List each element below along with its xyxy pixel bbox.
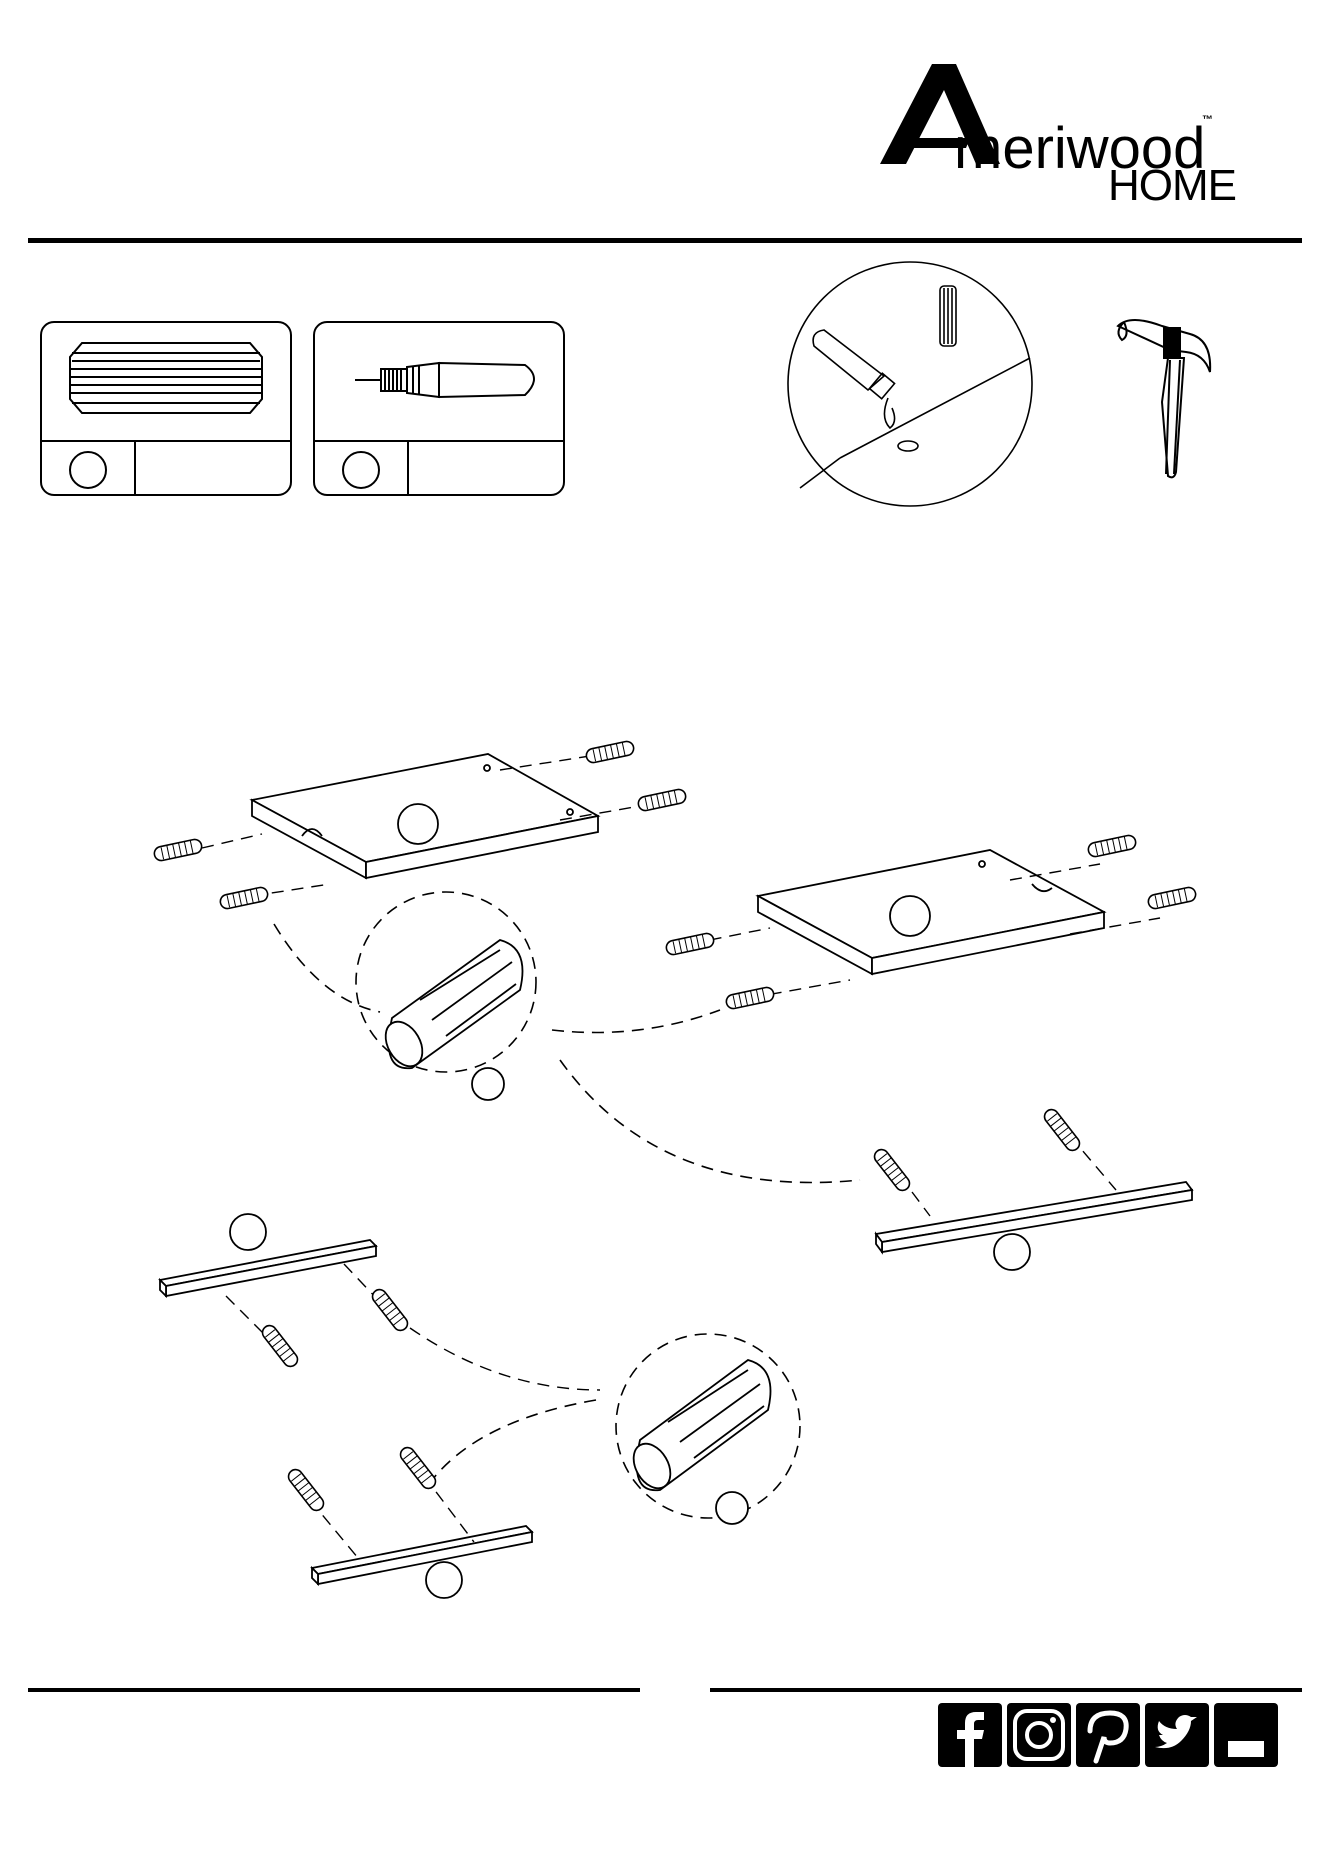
top-panel-right-icon xyxy=(758,850,1104,974)
brand-trademark: ™ xyxy=(1202,114,1213,126)
rail-left-icon xyxy=(160,1214,376,1296)
dowel-detail-2 xyxy=(626,1360,770,1524)
instagram-icon[interactable] xyxy=(1007,1703,1071,1767)
header-rule xyxy=(28,238,1302,243)
hardware-id-circle xyxy=(69,451,107,489)
rail-bottom-icon xyxy=(312,1526,532,1598)
youtube-icon[interactable] xyxy=(1214,1703,1278,1767)
top-panel-left-icon xyxy=(252,754,598,878)
facebook-icon[interactable] xyxy=(938,1703,1002,1767)
hardware-card-glue xyxy=(313,321,565,496)
hardware-card-dowel xyxy=(40,321,292,496)
hardware-card-footer xyxy=(315,440,563,494)
dowel-icon xyxy=(42,323,290,443)
glue-bottle-icon xyxy=(315,323,563,443)
brand-logo: meriwood ™ HOME xyxy=(880,64,1240,214)
hardware-card-footer xyxy=(42,440,290,494)
hardware-id-cell xyxy=(315,442,409,494)
footer-rule-left xyxy=(28,1688,640,1692)
hardware-id-cell xyxy=(42,442,136,494)
dowel-detail-1 xyxy=(378,940,522,1100)
hardware-id-circle xyxy=(342,451,380,489)
twitter-icon[interactable] xyxy=(1145,1703,1209,1767)
assembly-diagram xyxy=(0,700,1323,1620)
footer-rule-right xyxy=(710,1688,1302,1692)
glue-dowel-detail-icon xyxy=(780,258,1050,508)
brand-sub: HOME xyxy=(1108,164,1236,208)
rail-right-icon xyxy=(876,1182,1192,1270)
pinterest-icon[interactable] xyxy=(1076,1703,1140,1767)
hammer-icon xyxy=(1110,312,1220,482)
